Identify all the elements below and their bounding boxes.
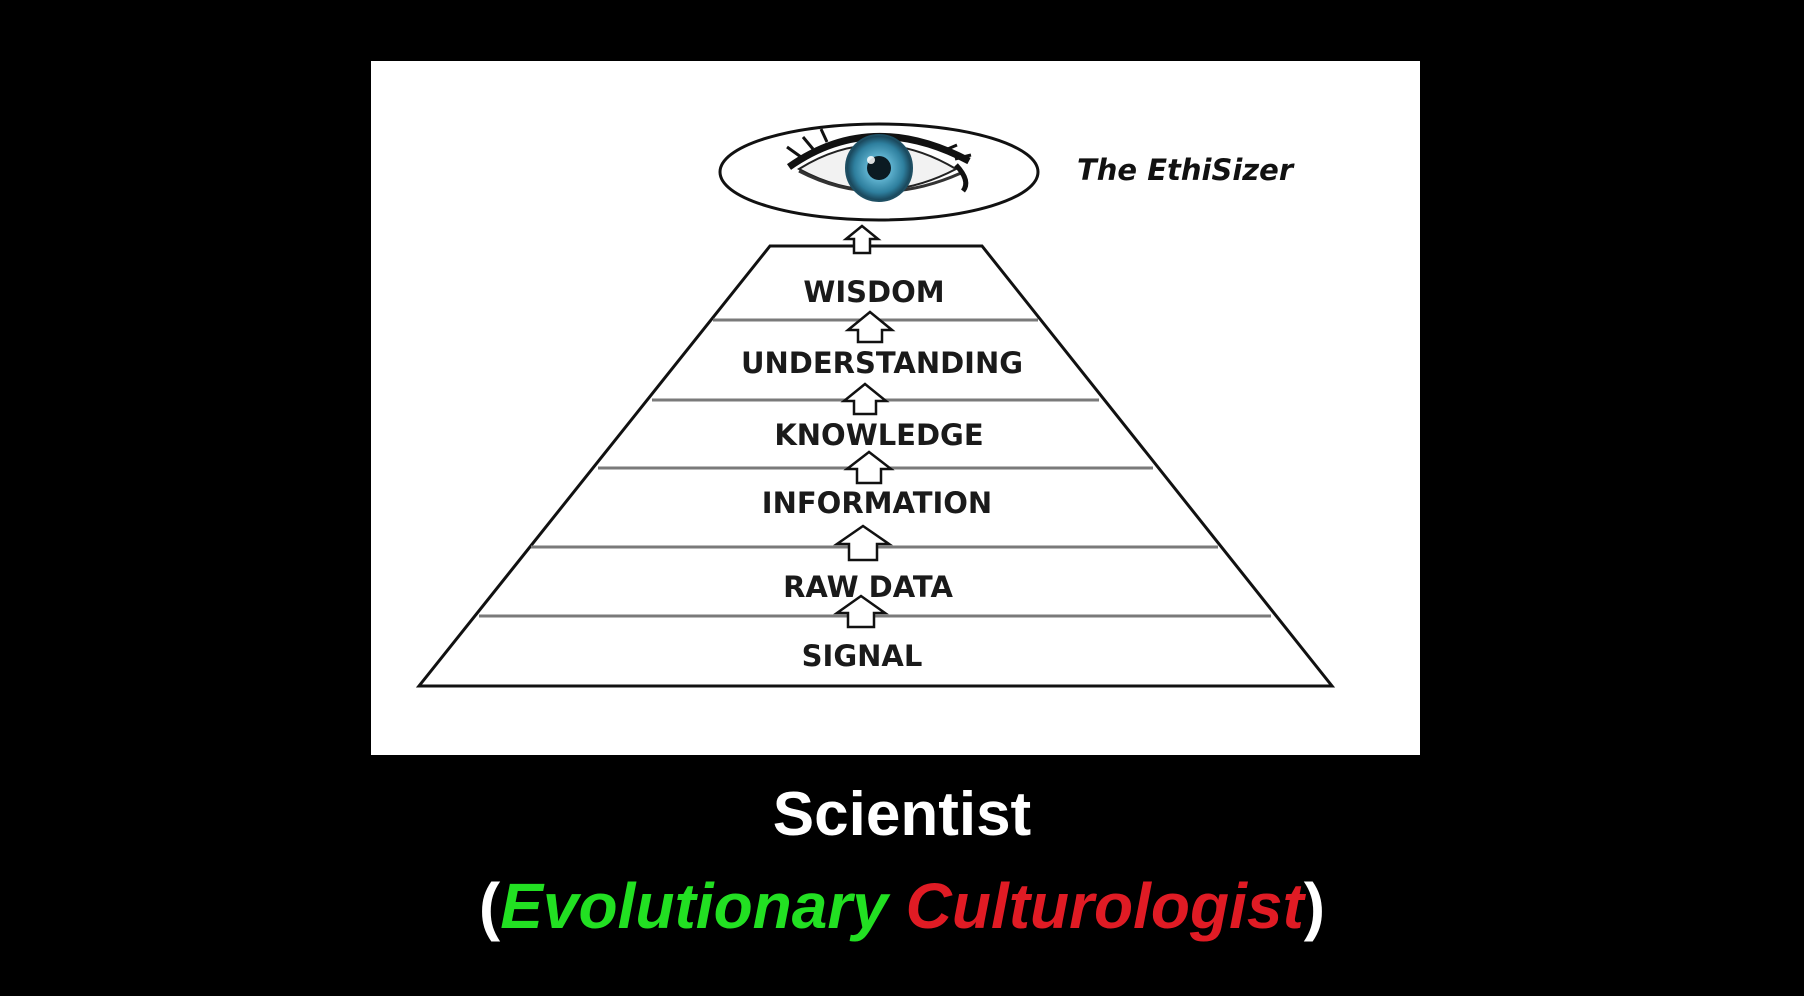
eye-icon [718, 122, 1040, 222]
pyramid-diagram: The EthiSizer WISDO [415, 122, 1336, 688]
subtitle-open-paren: ( [478, 870, 501, 942]
subtitle-close-paren: ) [1303, 870, 1326, 942]
up-arrow-icon [832, 224, 896, 629]
brand-label: The EthiSizer [1077, 153, 1295, 187]
subtitle-word-culturologist: Culturologist [905, 870, 1304, 942]
diagram-panel: The EthiSizer WISDO [371, 61, 1420, 755]
layer-label-wisdom: WISDOM [803, 275, 944, 309]
layer-label-raw-data: RAW DATA [783, 570, 953, 604]
caption-subtitle: (Evolutionary Culturologist) [0, 866, 1804, 946]
subtitle-word-evolutionary: Evolutionary [500, 870, 888, 942]
layer-label-understanding: UNDERSTANDING [741, 346, 1023, 380]
caption-title: Scientist [772, 780, 1032, 849]
layer-label-information: INFORMATION [762, 486, 992, 520]
layer-label-knowledge: KNOWLEDGE [774, 418, 983, 452]
layer-label-signal: SIGNAL [802, 639, 923, 673]
